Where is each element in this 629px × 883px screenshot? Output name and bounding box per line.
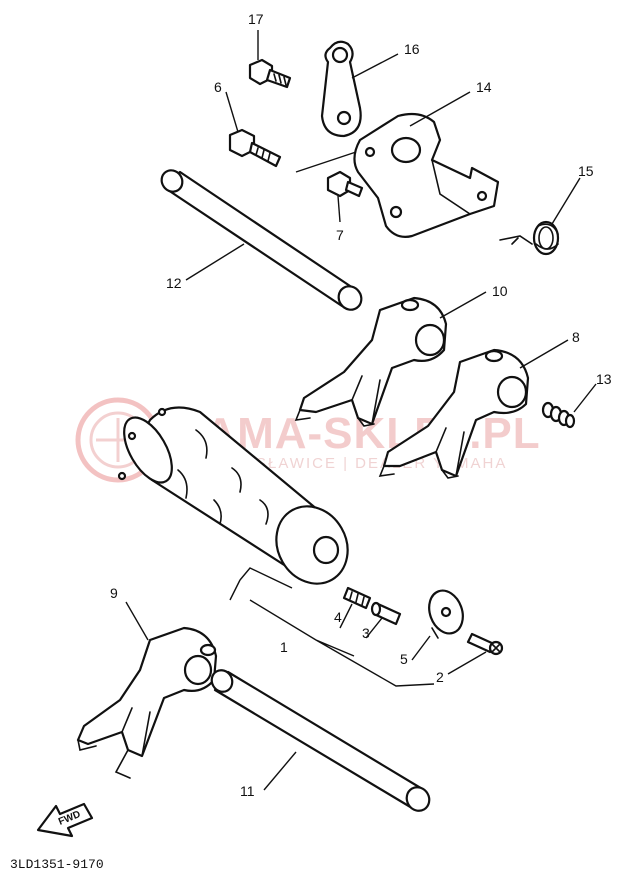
label-10: 10 — [492, 283, 508, 299]
part-14-bracket — [353, 112, 500, 238]
label-5: 5 — [400, 651, 408, 667]
label-9: 9 — [110, 585, 118, 601]
label-6: 6 — [214, 79, 222, 95]
part-13-spring — [541, 401, 576, 429]
part-labels: 17 16 14 6 15 7 12 10 8 13 9 4 3 1 5 2 1… — [110, 11, 612, 799]
diagram-code: 3LD1351-9170 — [10, 857, 104, 872]
label-7: 7 — [336, 227, 344, 243]
part-7-bolt — [326, 170, 364, 198]
part-8-shift-fork — [378, 348, 530, 479]
label-2: 2 — [436, 669, 444, 685]
label-11: 11 — [240, 783, 255, 799]
part-6-bolt — [228, 128, 282, 168]
label-16: 16 — [404, 41, 420, 57]
part-2-screw — [466, 632, 504, 656]
label-8: 8 — [572, 329, 580, 345]
watermark-subtext: WODZISŁAWICE | DEALER YAMAHA — [196, 455, 507, 472]
label-3: 3 — [362, 625, 370, 641]
fwd-arrow-icon: FWD — [36, 802, 94, 838]
part-16-stopper-lever — [320, 40, 362, 138]
label-4: 4 — [334, 609, 342, 625]
part-5-plate — [428, 589, 464, 639]
part-17-bolt — [248, 58, 292, 89]
part-9-shift-fork — [76, 626, 218, 779]
label-1: 1 — [280, 639, 288, 655]
part-4-pin — [342, 586, 372, 610]
part-3-dowel-pin — [370, 601, 402, 626]
part-11-shift-fork-shaft — [210, 669, 431, 812]
label-13: 13 — [596, 371, 612, 387]
part-15-spring — [499, 220, 560, 256]
label-12: 12 — [166, 275, 182, 291]
part-12-shift-fork-shaft — [160, 169, 363, 311]
label-17: 17 — [248, 11, 264, 27]
label-14: 14 — [476, 79, 492, 95]
label-15: 15 — [578, 163, 594, 179]
part-1-shift-cam — [117, 406, 349, 585]
part-10-shift-fork — [294, 296, 448, 427]
leader-lines — [125, 30, 597, 791]
